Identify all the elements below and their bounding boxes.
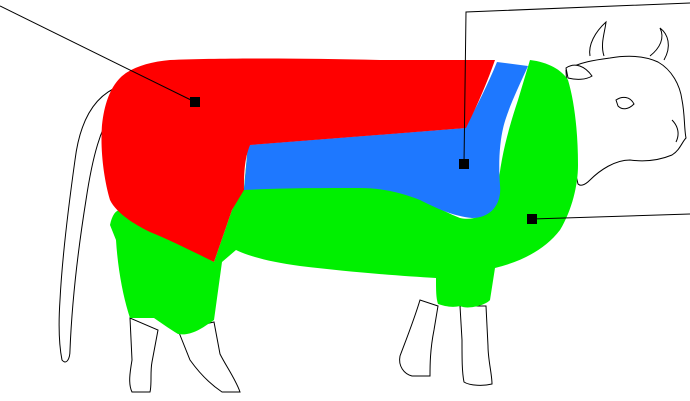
marker-hindquarter — [190, 97, 200, 107]
fore-leg-back — [400, 300, 438, 376]
left-horn — [590, 22, 606, 56]
right-horn — [650, 28, 668, 60]
fore-leg-front — [460, 306, 492, 385]
leader-hindquarter — [0, 6, 195, 102]
marker-forequarter — [527, 214, 537, 224]
marker-back — [459, 159, 469, 169]
hind-leg-back — [130, 318, 158, 392]
